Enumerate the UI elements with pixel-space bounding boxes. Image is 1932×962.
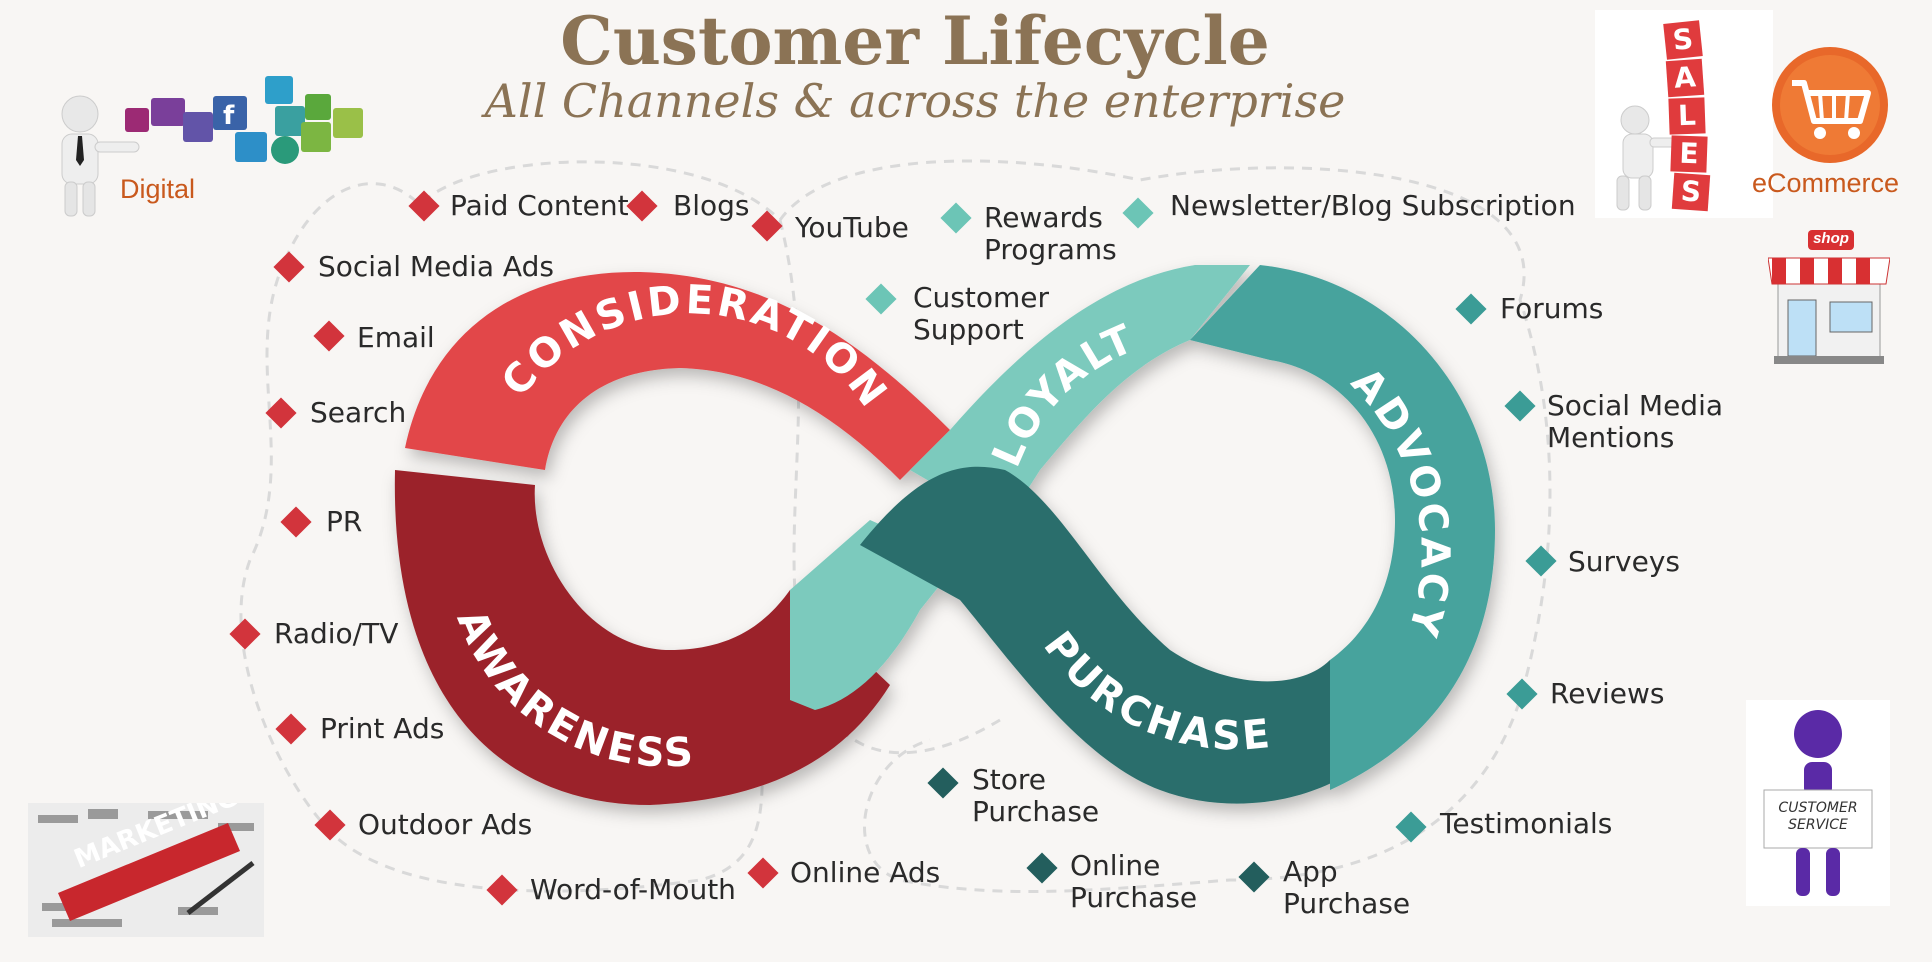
channel-radio-tv: Radio/TV [274, 617, 399, 650]
customer-service-card: CUSTOMER SERVICE [1746, 700, 1890, 906]
marketing-image: MARKETING [28, 803, 264, 937]
channel-surveys: Surveys [1568, 545, 1680, 578]
channel-customer-support: Customer Support [913, 281, 1050, 346]
customer-service-sign: CUSTOMER SERVICE [1778, 800, 1858, 833]
channel-online-ads: Online Ads [790, 856, 941, 889]
page-title: Customer Lifecycle [560, 2, 1270, 80]
channel-app-purchase: App Purchase [1283, 855, 1411, 920]
sales-card: S A L E S [1595, 10, 1773, 218]
channel-store-purchase: Store Purchase [972, 763, 1100, 828]
social-media-icons: f [125, 76, 363, 164]
channel-forums: Forums [1500, 292, 1604, 325]
svg-text:f: f [223, 101, 235, 131]
channel-testimonials: Testimonials [1440, 807, 1613, 840]
channel-rewards-programs: Rewards Programs [984, 201, 1117, 266]
ecommerce-caption: eCommerce [1752, 168, 1900, 198]
channel-youtube: YouTube [795, 211, 909, 244]
loyalty-band [910, 265, 1250, 525]
channel-reviews: Reviews [1550, 677, 1665, 710]
digital-figure-icon [61, 95, 140, 217]
sales-block-2: A [1665, 58, 1705, 98]
page-subtitle: All Channels & across the enterprise [484, 74, 1346, 128]
channel-social-media-ads: Social Media Ads [318, 250, 554, 283]
sales-block-3: L [1668, 97, 1706, 135]
purchase-band [860, 466, 1395, 804]
channel-paid-content: Paid Content [450, 189, 629, 222]
channel-email: Email [357, 321, 435, 354]
consideration-band [405, 271, 950, 480]
digital-caption: Digital [120, 174, 196, 204]
customer-service-figure-icon [1763, 710, 1873, 896]
sales-block-1: S [1663, 20, 1703, 60]
channel-search: Search [310, 396, 407, 429]
channel-blogs: Blogs [673, 189, 750, 222]
sales-blocks-icon [1616, 105, 1677, 211]
channel-online-purchase: Online Purchase [1070, 849, 1198, 914]
channel-word-of-mouth: Word-of-Mouth [530, 873, 736, 906]
channel-print-ads: Print Ads [320, 712, 445, 745]
channel-newsletter: Newsletter/Blog Subscription [1170, 189, 1576, 222]
sales-block-4: E [1670, 135, 1708, 173]
channel-outdoor-ads: Outdoor Ads [358, 808, 533, 841]
awareness-band [394, 470, 890, 805]
advocacy-band [1190, 265, 1495, 790]
storefront-icon [1768, 230, 1890, 364]
shopping-cart-icon [1772, 47, 1888, 163]
channel-pr: PR [326, 505, 363, 538]
infinity-loop [394, 265, 1495, 805]
shop-sign-text: shop [1813, 230, 1849, 247]
word-cloud-icon [38, 809, 255, 927]
channel-social-media-mentions: Social Media Mentions [1547, 389, 1724, 454]
sales-block-5: S [1671, 172, 1711, 212]
